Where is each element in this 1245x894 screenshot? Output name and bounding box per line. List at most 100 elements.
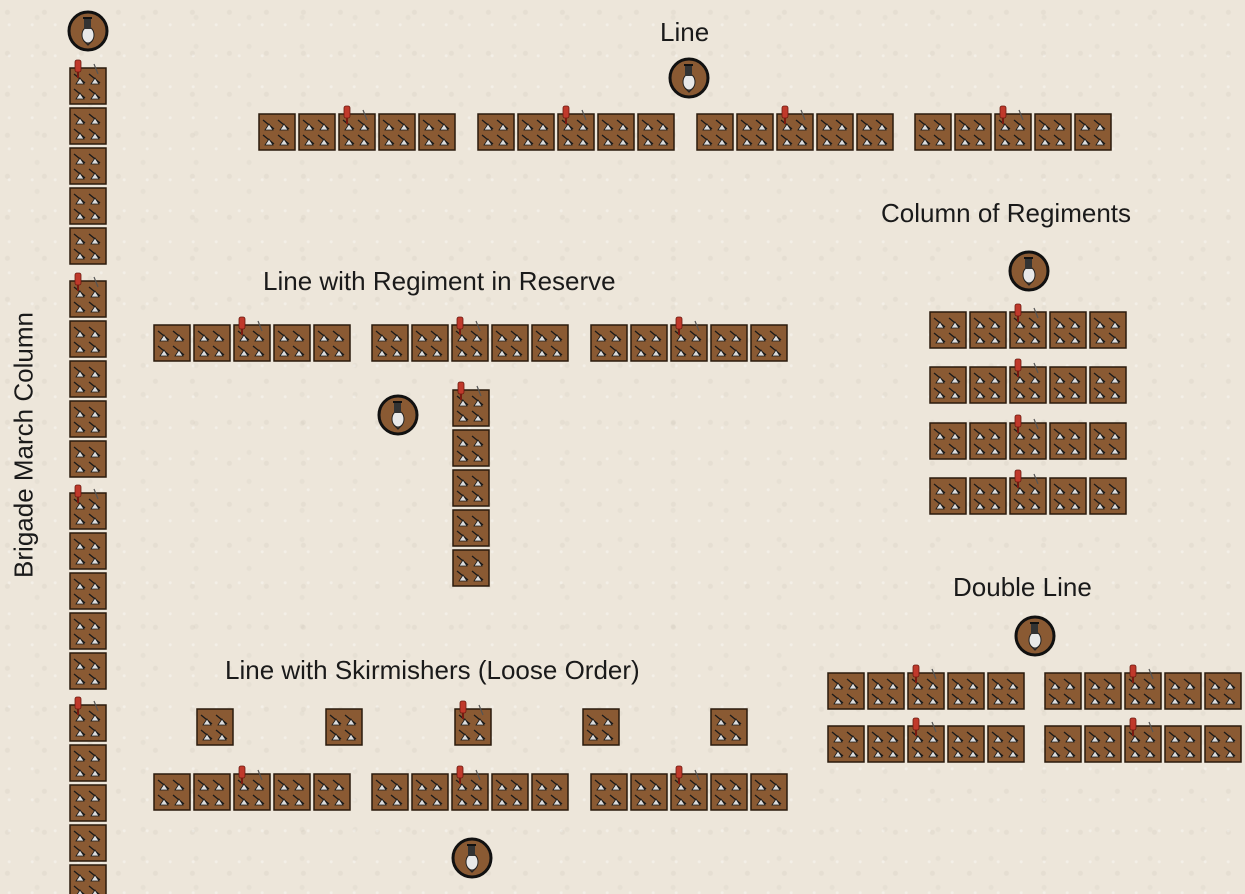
column-regiment-1-stand-2 [970, 312, 1006, 348]
skirmish-line-regiment-2-stand-4 [492, 774, 528, 810]
line-regiment-3-stand-1 [697, 114, 733, 150]
double-line-front-regiment-2-stand-1 [1045, 673, 1081, 709]
skirmish-line-regiment-3-stand-1 [591, 774, 627, 810]
march-regiment-3-stand-3 [70, 573, 106, 609]
reserve-line-regiment-3-stand-4 [711, 325, 747, 361]
reserve-line-regiment-1-stand-3 [234, 317, 270, 361]
march-regiment-4-stand-3 [70, 785, 106, 821]
double-line-rear-regiment-2-stand-4 [1165, 726, 1201, 762]
skirmisher-stand-1 [197, 709, 233, 745]
double-line-rear-regiment-1-stand-2 [868, 726, 904, 762]
double-line-rear-regiment-1-stand-1 [828, 726, 864, 762]
column-regiment-3-stand-3 [1010, 415, 1046, 459]
reserve-line-regiment-1-stand-4 [274, 325, 310, 361]
march-regiment-3-stand-4 [70, 613, 106, 649]
march-regiment-2-stand-2 [70, 321, 106, 357]
column-regiment-3-stand-1 [930, 423, 966, 459]
reserve-line-regiment-2-stand-3 [452, 317, 488, 361]
reserve-line-regiment-1-stand-2 [194, 325, 230, 361]
reserve-regiment-stand-3 [453, 470, 489, 506]
column-regiment-1-stand-1 [930, 312, 966, 348]
double-line-rear-regiment-1-stand-4 [948, 726, 984, 762]
column-regiment-3-stand-2 [970, 423, 1006, 459]
march-leader-icon [69, 12, 107, 50]
column-regiment-4-stand-5 [1090, 478, 1126, 514]
column-regiment-1-stand-3 [1010, 304, 1046, 348]
march-regiment-4-stand-1 [70, 697, 106, 741]
skirmish-line-regiment-2-stand-5 [532, 774, 568, 810]
line-regiment-1-stand-2 [299, 114, 335, 150]
double-line-front-regiment-1-stand-3 [908, 665, 944, 709]
march-regiment-2-stand-5 [70, 441, 106, 477]
skirmisher-stand-5 [711, 709, 747, 745]
skirmish-line-regiment-3-stand-2 [631, 774, 667, 810]
march-regiment-4-stand-2 [70, 745, 106, 781]
line-regiment-4-stand-5 [1075, 114, 1111, 150]
double-line-front-regiment-2-stand-2 [1085, 673, 1121, 709]
march-regiment-3-stand-5 [70, 653, 106, 689]
line-regiment-4-stand-2 [955, 114, 991, 150]
skirmish-line-regiment-3-stand-5 [751, 774, 787, 810]
double-line-front-regiment-2-stand-4 [1165, 673, 1201, 709]
march-regiment-3-stand-2 [70, 533, 106, 569]
double-line-rear-regiment-2-stand-5 [1205, 726, 1241, 762]
skirmish-line-regiment-2-stand-3 [452, 766, 488, 810]
double-line-rear-regiment-1-stand-3 [908, 718, 944, 762]
march-regiment-1-stand-2 [70, 108, 106, 144]
reserve-line-regiment-3-stand-1 [591, 325, 627, 361]
double-line-front-regiment-1-stand-5 [988, 673, 1024, 709]
column-regiment-2-stand-1 [930, 367, 966, 403]
march-regiment-1-stand-3 [70, 148, 106, 184]
skirmish-line-regiment-1-stand-4 [274, 774, 310, 810]
reserve-line-regiment-3-stand-2 [631, 325, 667, 361]
reserve-regiment-stand-5 [453, 550, 489, 586]
reserve-regiment-stand-2 [453, 430, 489, 466]
reserve-line-regiment-2-stand-2 [412, 325, 448, 361]
line-regiment-1-stand-5 [419, 114, 455, 150]
line-regiment-2-stand-5 [638, 114, 674, 150]
line-regiment-3-stand-3 [777, 106, 813, 150]
reserve-line-regiment-2-stand-5 [532, 325, 568, 361]
column-regiment-2-stand-4 [1050, 367, 1086, 403]
march-regiment-1-stand-4 [70, 188, 106, 224]
march-regiment-4-stand-5 [70, 865, 106, 894]
line-regiment-4-stand-3 [995, 106, 1031, 150]
skirmish-line-regiment-1-stand-3 [234, 766, 270, 810]
line-regiment-2-stand-4 [598, 114, 634, 150]
double-line-front-regiment-1-stand-2 [868, 673, 904, 709]
double-line-leader-icon [1016, 617, 1054, 655]
column-regiment-2-stand-2 [970, 367, 1006, 403]
march-regiment-2-stand-3 [70, 361, 106, 397]
march-regiment-1-stand-1 [70, 60, 106, 104]
march-regiment-4-stand-4 [70, 825, 106, 861]
skirmisher-stand-3 [455, 701, 491, 745]
line-regiment-4-stand-4 [1035, 114, 1071, 150]
march-regiment-3-stand-1 [70, 485, 106, 529]
column-regiment-4-stand-1 [930, 478, 966, 514]
reserve-regiment-stand-1 [453, 382, 489, 426]
column-regiment-4-stand-2 [970, 478, 1006, 514]
line-regiment-3-stand-2 [737, 114, 773, 150]
double-line-rear-regiment-2-stand-3 [1125, 718, 1161, 762]
column-regiment-4-stand-3 [1010, 470, 1046, 514]
skirmish-line-regiment-2-stand-1 [372, 774, 408, 810]
line-regiment-4-stand-1 [915, 114, 951, 150]
line-regiment-1-stand-4 [379, 114, 415, 150]
reserve-line-regiment-2-stand-1 [372, 325, 408, 361]
skirmish-leader-icon [453, 839, 491, 877]
reserve-regiment-stand-4 [453, 510, 489, 546]
line-regiment-2-stand-2 [518, 114, 554, 150]
line-regiment-3-stand-4 [817, 114, 853, 150]
skirmisher-stand-2 [326, 709, 362, 745]
column-regiment-3-stand-4 [1050, 423, 1086, 459]
skirmish-line-regiment-1-stand-1 [154, 774, 190, 810]
reserve-line-regiment-1-stand-5 [314, 325, 350, 361]
double-line-front-regiment-1-stand-1 [828, 673, 864, 709]
march-regiment-2-stand-1 [70, 273, 106, 317]
double-line-front-regiment-2-stand-5 [1205, 673, 1241, 709]
skirmish-line-regiment-2-stand-2 [412, 774, 448, 810]
column-regiment-1-stand-4 [1050, 312, 1086, 348]
skirmish-line-regiment-1-stand-5 [314, 774, 350, 810]
column-regiment-2-stand-5 [1090, 367, 1126, 403]
